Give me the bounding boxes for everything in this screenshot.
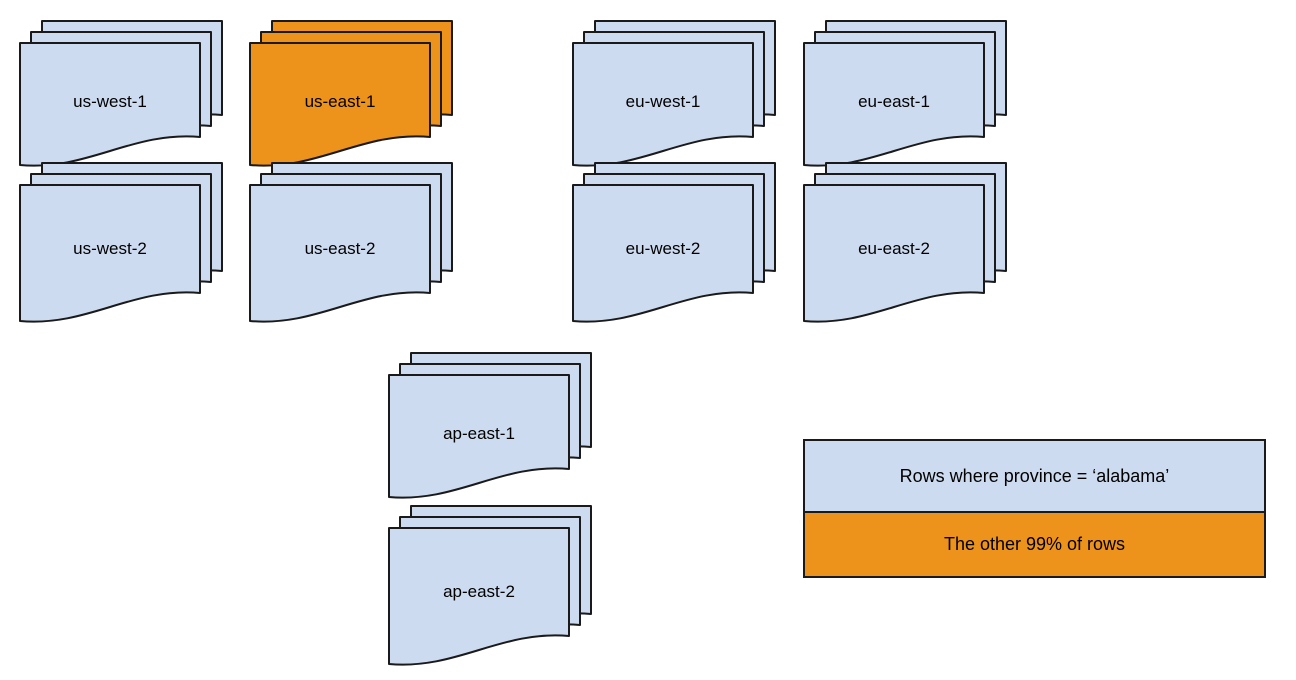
legend-row-alabama: Rows where province = ‘alabama’	[805, 441, 1264, 513]
legend-row-other: The other 99% of rows	[805, 513, 1264, 576]
document-sheet-3	[803, 42, 985, 167]
document-sheet-3	[572, 184, 754, 323]
document-sheet-3	[803, 184, 985, 323]
document-stack-shape-eu-west-2	[572, 162, 776, 323]
document-stack-us-west-1[interactable]: us-west-1	[19, 20, 223, 167]
document-stack-us-west-2[interactable]: us-west-2	[19, 162, 223, 323]
document-sheet-3	[19, 42, 201, 167]
document-stack-ap-east-2[interactable]: ap-east-2	[388, 505, 592, 666]
document-sheet-3	[19, 184, 201, 323]
document-stack-us-east-1[interactable]: us-east-1	[249, 20, 453, 167]
document-stack-shape-us-east-2	[249, 162, 453, 323]
document-stack-shape-ap-east-1	[388, 352, 592, 499]
document-stack-shape-us-east-1	[249, 20, 453, 167]
document-sheet-3	[388, 527, 570, 666]
document-stack-shape-ap-east-2	[388, 505, 592, 666]
document-sheet-3	[572, 42, 754, 167]
document-stack-shape-us-west-1	[19, 20, 223, 167]
legend: Rows where province = ‘alabama’ The othe…	[803, 439, 1266, 578]
document-stack-shape-eu-west-1	[572, 20, 776, 167]
document-stack-shape-us-west-2	[19, 162, 223, 323]
document-stack-eu-west-2[interactable]: eu-west-2	[572, 162, 776, 323]
document-sheet-3	[388, 374, 570, 499]
document-stack-shape-eu-east-1	[803, 20, 1007, 167]
document-stack-eu-west-1[interactable]: eu-west-1	[572, 20, 776, 167]
document-stack-ap-east-1[interactable]: ap-east-1	[388, 352, 592, 499]
document-stack-us-east-2[interactable]: us-east-2	[249, 162, 453, 323]
document-stack-eu-east-1[interactable]: eu-east-1	[803, 20, 1007, 167]
legend-label-other: The other 99% of rows	[943, 534, 1126, 554]
document-stack-eu-east-2[interactable]: eu-east-2	[803, 162, 1007, 323]
legend-label-alabama: Rows where province = ‘alabama’	[899, 465, 1170, 486]
document-sheet-3	[249, 42, 431, 167]
document-sheet-3	[249, 184, 431, 323]
document-stack-shape-eu-east-2	[803, 162, 1007, 323]
